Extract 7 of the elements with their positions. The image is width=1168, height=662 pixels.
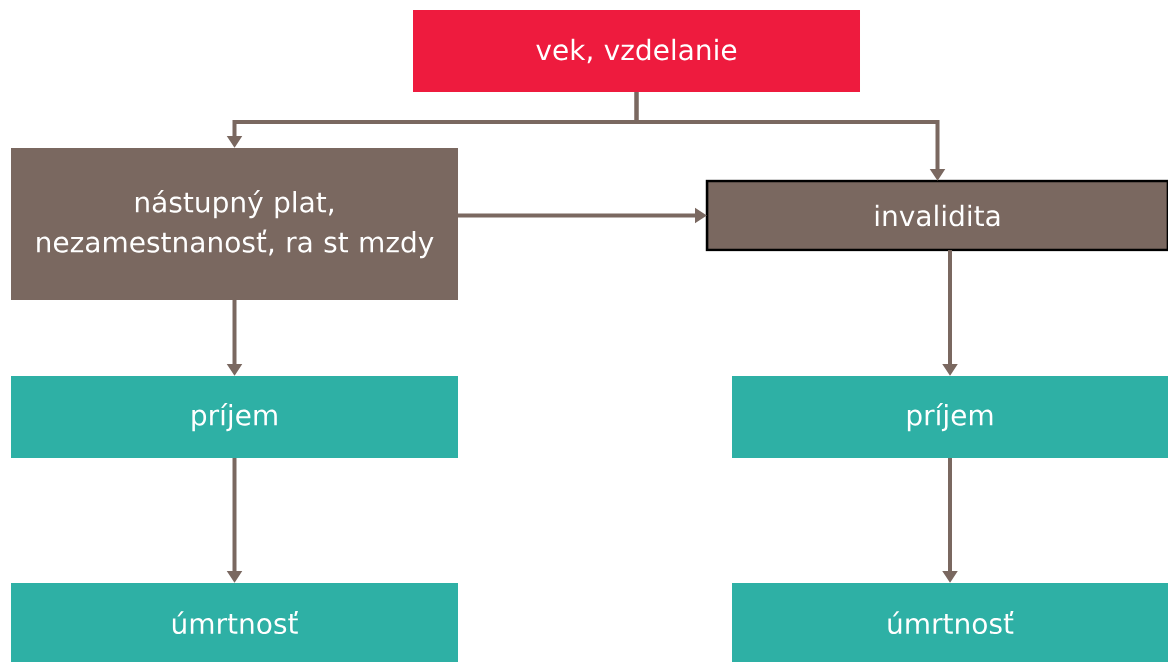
result-box: úmrtnosť bbox=[732, 583, 1168, 662]
result-box: príjem bbox=[11, 376, 458, 458]
process-box: invalidita bbox=[705, 179, 1168, 252]
header-box: vek, vzdelanie bbox=[413, 10, 860, 92]
result-box: príjem bbox=[732, 376, 1168, 458]
result-box: úmrtnosť bbox=[11, 583, 458, 662]
process-box: nástupný plat, nezamestnanosť, ra st mzdy bbox=[11, 148, 458, 300]
